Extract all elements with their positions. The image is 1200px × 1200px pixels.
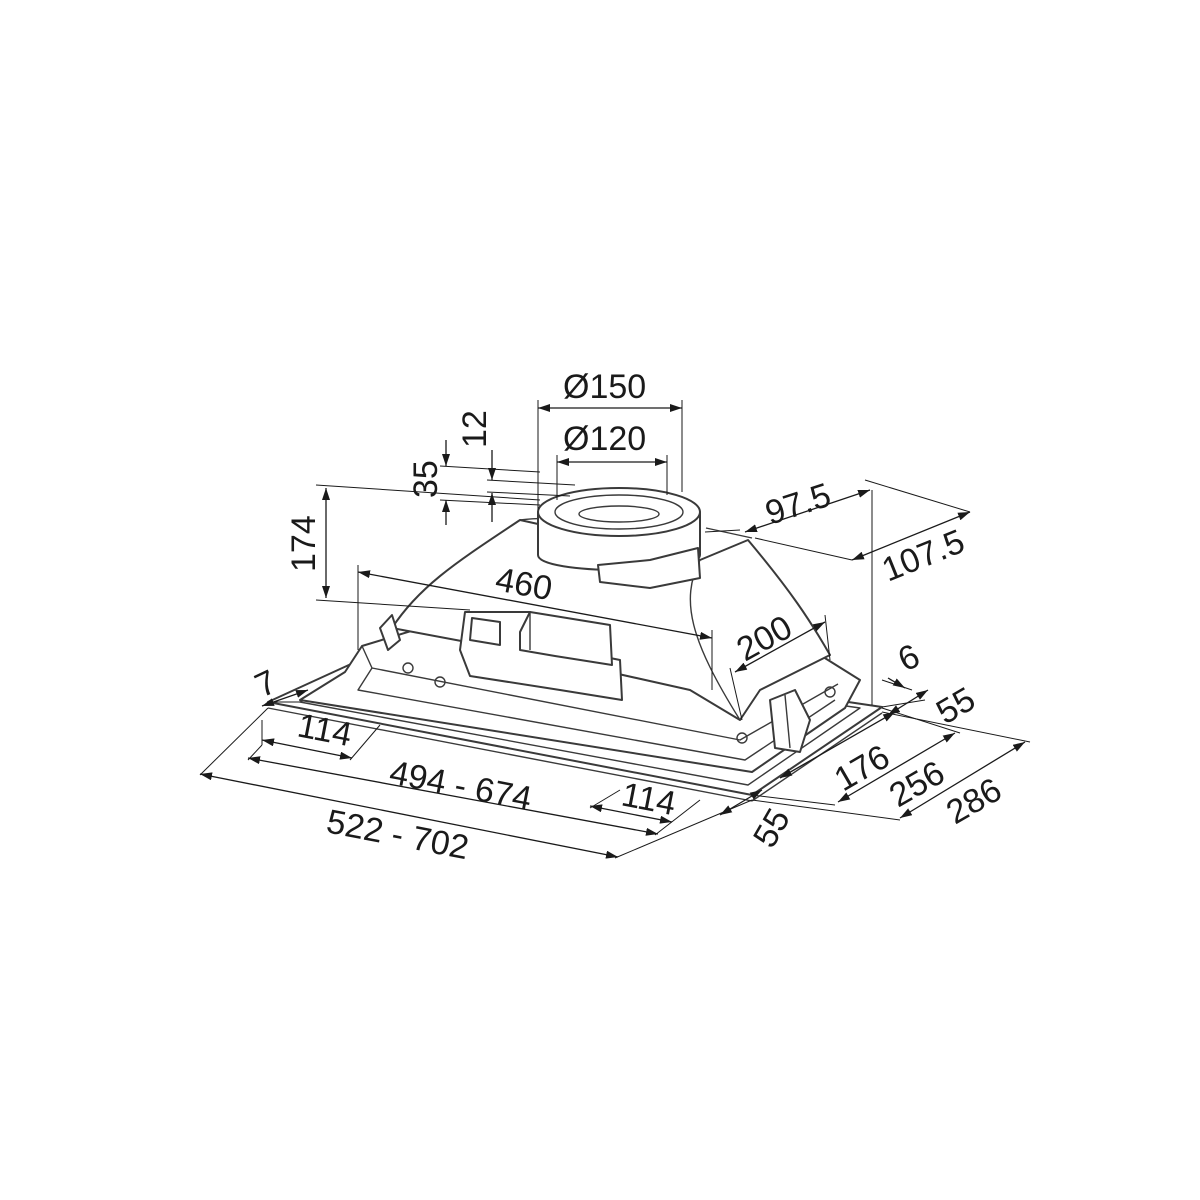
dim-line-overall-depth [899,741,1026,819]
mount-hole [434,676,446,688]
terminal-block [469,617,501,646]
label-inner-depth: 176 [828,738,896,799]
label-outlet-top: 35 [407,460,445,498]
dim-line-top-depth [734,621,826,673]
label-overall-width: 522 - 702 [323,803,471,868]
dim-line-inner-depth [779,711,896,779]
mount-hole [736,732,748,744]
label-collar: 12 [456,410,494,448]
label-side-margin: 7 [249,663,282,705]
label-overall-depth: 286 [940,771,1008,832]
backdraft-flap [578,505,660,523]
dim-line-top-length [357,570,713,640]
label-cutout-depth: 256 [883,754,951,815]
shell-back-edge [705,527,753,539]
label-outlet-center: 107.5 [877,522,970,589]
dim-line-outlet-center [851,511,971,561]
dim-line-left-offset [261,738,353,760]
label-height: 174 [285,515,323,572]
dim-line-back-margin [887,689,929,716]
outlet-inner-ring [554,494,684,530]
dimension-lines [199,400,1031,859]
dim-line-side-margin [261,689,309,707]
label-outlet-back: 97.5 [761,476,836,533]
mount-hole [824,686,836,698]
label-back-margin: 55 [930,680,982,732]
label-flange: 6 [892,637,925,679]
label-cutout-width: 494 - 674 [386,754,534,819]
outlet-collar-top [537,487,701,537]
label-front-margin: 55 [746,802,798,854]
dim-line-outlet-back [744,489,871,533]
label-outlet-outer: Ø150 [563,368,646,406]
label-outlet-inner: Ø120 [563,420,646,458]
dim-line-overall-width [199,772,619,859]
flange-front-edge [267,707,753,802]
label-right-offset: 114 [618,776,678,824]
dim-line-flange [887,677,906,689]
hood-body [267,487,883,802]
mount-hole [402,662,414,674]
